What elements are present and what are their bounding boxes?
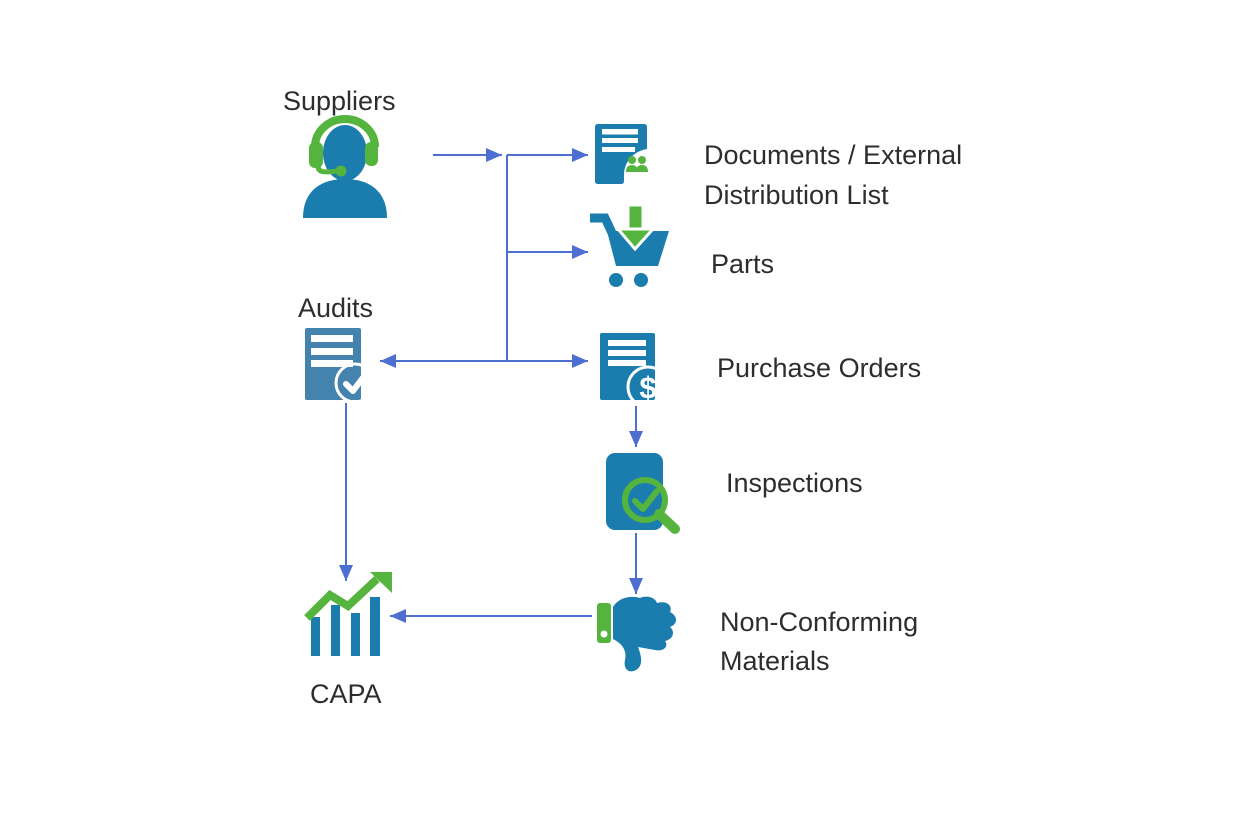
inspections-node <box>604 450 680 534</box>
parts-label: Parts <box>711 249 775 279</box>
capa-node <box>303 572 395 658</box>
cart-download-icon <box>590 203 669 287</box>
document-people-icon <box>595 124 648 184</box>
inspections-label: Inspections <box>726 468 863 498</box>
thumbs-down-icon <box>597 596 676 672</box>
non-conforming-node <box>585 595 677 675</box>
suppliers-label: Suppliers <box>283 86 396 116</box>
dollar-glyph: $ <box>639 370 656 405</box>
bar-chart-growth-icon <box>304 572 392 656</box>
inspection-magnifier-icon <box>606 453 680 534</box>
non-conforming-label: Non-Conforming Materials <box>720 607 919 676</box>
documents-label: Documents / External Distribution List <box>704 140 963 210</box>
support-person-icon <box>303 115 387 218</box>
parts-node <box>588 203 670 289</box>
audits-label: Audits <box>298 293 374 323</box>
audits-node <box>304 327 378 404</box>
document-dollar-icon: $ <box>600 333 670 409</box>
purchase-orders-node: $ <box>599 332 671 409</box>
purchase-orders-label: Purchase Orders <box>717 353 922 383</box>
suppliers-node <box>300 114 390 220</box>
document-check-icon <box>305 328 376 404</box>
capa-label: CAPA <box>310 679 382 709</box>
documents-node <box>593 123 649 185</box>
